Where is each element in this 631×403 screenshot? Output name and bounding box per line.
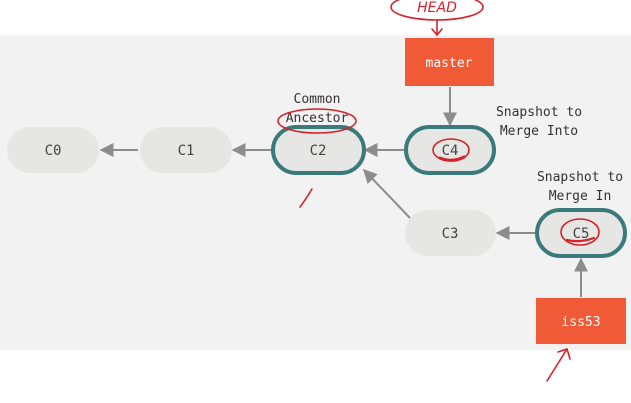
commit-c5-label: C5 xyxy=(573,226,590,242)
merge-into-line1: Snapshot to xyxy=(496,105,582,120)
handwritten-annotations xyxy=(277,0,600,382)
commit-c2-label: C2 xyxy=(310,143,327,159)
merge-into-line2: Merge Into xyxy=(500,124,578,139)
common-ancestor-label: Common Ancestor xyxy=(286,92,349,126)
commit-c0-label: C0 xyxy=(45,143,62,159)
commit-c3-label: C3 xyxy=(442,226,459,242)
iss53-annotation-arrow xyxy=(546,347,571,382)
merge-in-line2: Merge In xyxy=(549,189,612,204)
commit-c3: C3 xyxy=(405,210,496,256)
commit-c2: C2 xyxy=(271,125,366,175)
commit-c5: C5 xyxy=(535,208,627,258)
commit-c4-label: C4 xyxy=(442,143,459,159)
branch-iss53: iss53 xyxy=(536,298,626,344)
head-annotation-arrow xyxy=(431,19,443,37)
commit-c4: C4 xyxy=(404,125,496,175)
diagram-background xyxy=(0,35,631,350)
branch-iss53-label: iss53 xyxy=(561,315,600,330)
ancestor-annotation-circle xyxy=(277,108,357,134)
c5-annotation-circle xyxy=(560,218,600,246)
c2-annotation-tick xyxy=(299,188,313,208)
head-annotation-text: HEAD xyxy=(417,0,457,16)
arrow-c3-to-c2 xyxy=(363,168,411,219)
commit-c1: C1 xyxy=(140,127,232,173)
merge-in-label: Snapshot to Merge In xyxy=(537,170,623,204)
c5-annotation-underline xyxy=(565,236,596,243)
merge-into-label: Snapshot to Merge Into xyxy=(496,105,582,139)
common-ancestor-line2: Ancestor xyxy=(286,111,349,126)
merge-in-line1: Snapshot to xyxy=(537,170,623,185)
commit-c1-label: C1 xyxy=(178,143,195,159)
branch-master: master xyxy=(405,38,494,86)
commit-c0: C0 xyxy=(7,127,99,173)
branch-master-label: master xyxy=(426,56,473,71)
c4-annotation-underline xyxy=(438,155,466,162)
common-ancestor-line1: Common xyxy=(294,92,341,107)
